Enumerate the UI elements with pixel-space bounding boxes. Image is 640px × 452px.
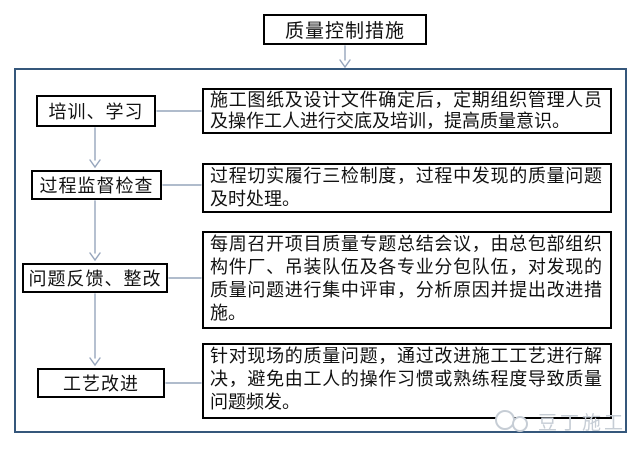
- detail-box-feedback: 每周召开项目质量专题总结会议，由总包部组织构件厂、吊装队伍及各专业分包队伍，对发…: [202, 231, 612, 329]
- step-label: 过程监督检查: [39, 176, 154, 196]
- step-box-supervision: 过程监督检查: [31, 170, 162, 200]
- detail-box-training: 施工图纸及设计文件确定后，定期组织管理人员及操作工人进行交底及培训，提高质量意识…: [202, 88, 612, 134]
- step-label: 培训、学习: [48, 102, 144, 122]
- step-label: 问题反馈、整改: [28, 269, 162, 289]
- arrowhead-title-to-panel-icon: [339, 59, 351, 69]
- detail-box-process-improvement: 针对现场的质量问题，通过改进施工工艺进行解决，避免由工人的操作习惯或熟练程度导致…: [202, 343, 612, 419]
- detail-box-supervision: 过程切实履行三检制度，过程中发现的质量问题及时处理。: [202, 163, 612, 213]
- watermark: 豆丁施工: [492, 406, 626, 436]
- step-box-training: 培训、学习: [36, 95, 156, 127]
- step-box-process-improvement: 工艺改进: [37, 368, 165, 398]
- watermark-text: 豆丁施工: [538, 412, 627, 434]
- measures-panel: [14, 68, 627, 433]
- page-title: 质量控制措施: [284, 21, 405, 42]
- step-label: 工艺改进: [63, 374, 139, 394]
- step-box-feedback: 问题反馈、整改: [22, 263, 168, 293]
- title-box: 质量控制措施: [263, 14, 427, 45]
- watermark-logo-icon: [495, 410, 528, 432]
